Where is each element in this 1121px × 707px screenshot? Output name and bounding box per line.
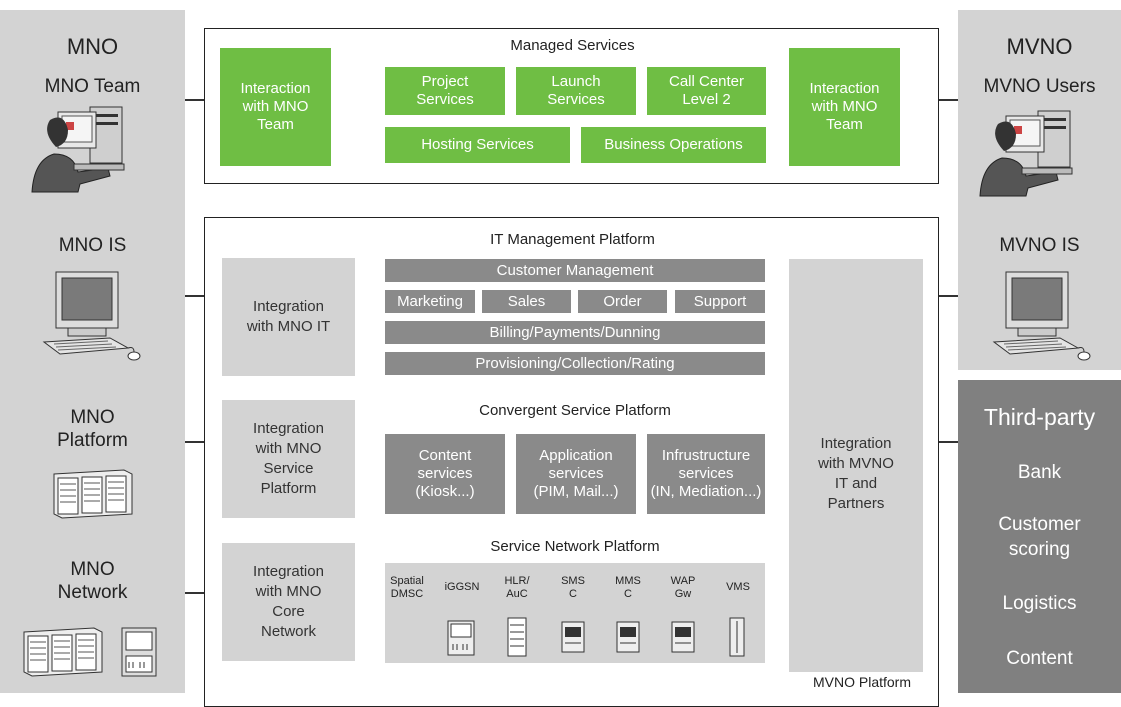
smsc-server-icon [561, 621, 585, 653]
connector-mno-platform [185, 441, 204, 443]
network-server-icon [23, 627, 103, 677]
launch-services: Launch Services [516, 67, 636, 115]
integration-mno-core-network: Integration with MNO Core Network [222, 543, 355, 661]
mno-network-label: MNO Network [57, 559, 128, 603]
connector-mno-network [185, 592, 204, 594]
business-operations: Business Operations [581, 127, 766, 163]
connector-mno-is [185, 295, 204, 297]
mvno-column: MVNO MVNO Users MVNO IS [958, 10, 1121, 370]
call-center-level-2: Call Center Level 2 [647, 67, 766, 115]
customer-management-bar: Customer Management [385, 259, 765, 282]
integration-mno-it: Integration with MNO IT [222, 258, 355, 376]
mvno-platform-label: MVNO Platform [789, 672, 935, 690]
it-management-platform-title: IT Management Platform [490, 231, 655, 248]
mno-platform-label: MNO Platform [57, 407, 128, 451]
user-at-computer-icon [979, 110, 1073, 197]
mno-column: MNO MNO Team MNO IS MNO Platform MNO Net… [0, 10, 185, 693]
content-services: Content services (Kiosk...) [385, 434, 505, 514]
node-wap-gw: WAP Gw [670, 575, 696, 600]
connector-mvno-is [938, 295, 958, 297]
node-sms-c: SMS C [561, 575, 585, 600]
node-vms: VMS [726, 581, 750, 593]
managed-services-title: Managed Services [510, 37, 635, 54]
third-party-content: Content [1006, 648, 1073, 669]
project-services: Project Services [385, 67, 505, 115]
third-party-logistics: Logistics [1002, 593, 1077, 614]
interaction-mno-team-right: Interaction with MNO Team [789, 48, 900, 166]
application-services: Application services (PIM, Mail...) [516, 434, 636, 514]
node-hlr-auc: HLR/ AuC [504, 575, 530, 600]
convergent-service-platform-title: Convergent Service Platform [479, 402, 671, 419]
mvno-title: MVNO [1006, 34, 1073, 59]
desktop-computer-icon [42, 271, 141, 361]
third-party-column: Third-party Bank Customer scoring Logist… [958, 380, 1121, 693]
third-party-title: Third-party [983, 404, 1096, 430]
billing-bar: Billing/Payments/Dunning [385, 321, 765, 344]
mvno-platform-frame: IT Management Platform Integration with … [204, 217, 939, 707]
hosting-services: Hosting Services [385, 127, 570, 163]
third-party-bank: Bank [1017, 462, 1062, 483]
mno-title: MNO [66, 34, 119, 59]
integration-mno-service-platform: Integration with MNO Service Platform [222, 400, 355, 518]
hlr-server-icon [507, 617, 527, 657]
desktop-computer-icon [992, 271, 1091, 361]
connector-mvno-users [938, 99, 958, 101]
node-mms-c: MMS C [615, 575, 641, 600]
interaction-mno-team-left: Interaction with MNO Team [220, 48, 331, 166]
service-network-panel: Spatial DMSC iGGSN HLR/ AuC SMS C MMS C … [385, 563, 765, 663]
node-spatial-dmsc: Spatial DMSC [390, 575, 424, 600]
mvno-is-label: MVNO IS [999, 235, 1080, 256]
vms-server-icon [729, 617, 745, 657]
mvno-users-label: MVNO Users [983, 76, 1096, 97]
connector-third-party [938, 441, 958, 443]
node-iggsn: iGGSN [444, 581, 480, 593]
connector-mno-team [185, 99, 204, 101]
server-rack-icon [53, 469, 133, 519]
mmsc-server-icon [616, 621, 640, 653]
switch-cabinet-icon [121, 627, 157, 677]
mno-is-label: MNO IS [58, 235, 127, 256]
managed-services-frame: Managed Services Interaction with MNO Te… [204, 28, 939, 184]
wap-gateway-icon [671, 621, 695, 653]
integration-mvno-it-partners: Integration with MVNO IT and Partners [789, 259, 923, 689]
sales-box: Sales [482, 290, 571, 313]
marketing-box: Marketing [385, 290, 475, 313]
third-party-customer-scoring: Customer scoring [998, 514, 1081, 560]
service-network-platform-title: Service Network Platform [490, 538, 660, 555]
order-box: Order [578, 290, 667, 313]
user-at-computer-icon [31, 106, 125, 193]
support-box: Support [675, 290, 765, 313]
mno-team-label: MNO Team [44, 76, 141, 97]
iggsn-server-icon [447, 620, 475, 656]
infrastructure-services: Infrustructure services (IN, Mediation..… [647, 434, 765, 514]
provisioning-bar: Provisioning/Collection/Rating [385, 352, 765, 375]
